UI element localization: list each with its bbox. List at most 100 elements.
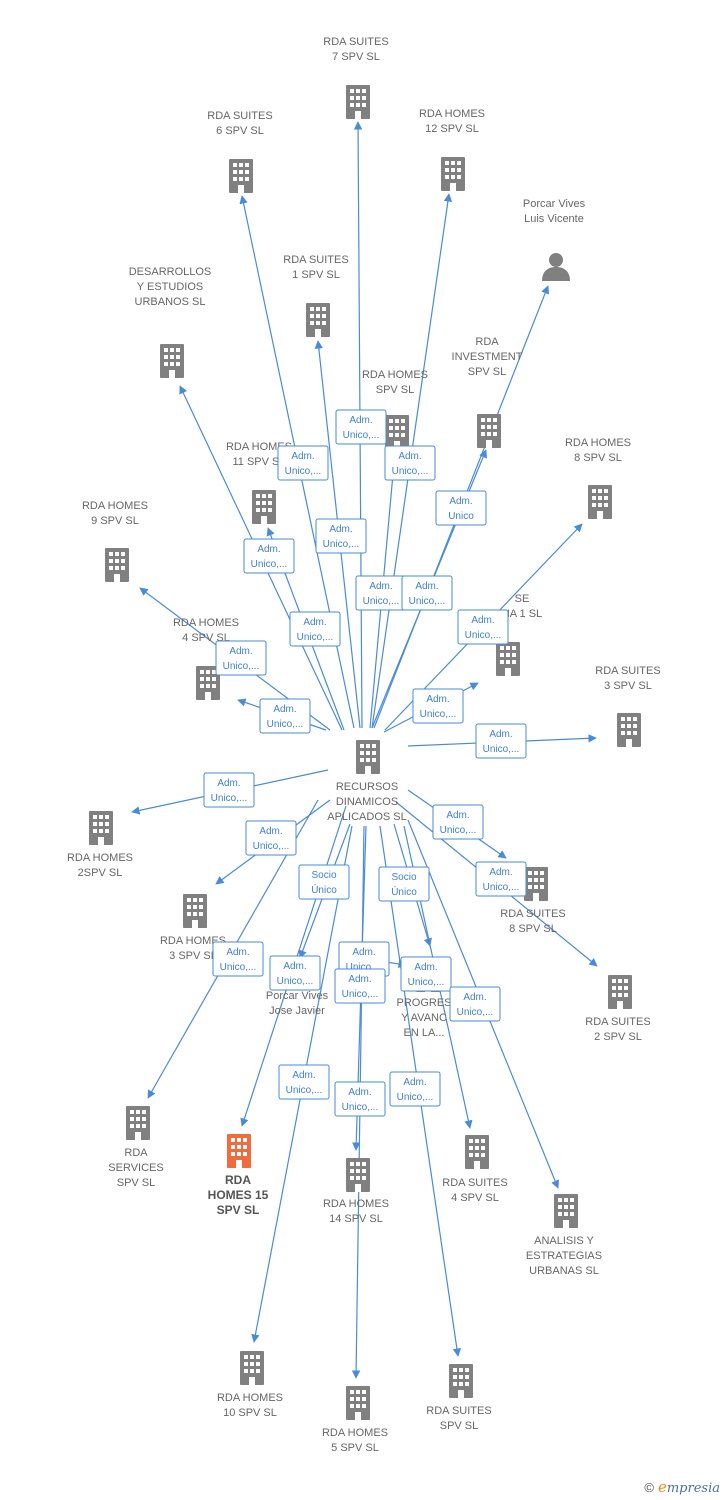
node-label-line: RDA HOMES (173, 617, 239, 629)
building-icon (346, 1386, 370, 1420)
badge-box (475, 861, 527, 897)
node-label-line: 8 SPV SL (509, 923, 557, 935)
node-label-line: ESTRATEGIAS (526, 1250, 602, 1262)
badge-text: Unico,... (409, 596, 446, 607)
relation-badge[interactable]: Adm.Unico,... (203, 772, 255, 808)
relation-badge[interactable]: Adm. Unico,... (401, 575, 453, 611)
badge-text: Adm. (229, 646, 252, 657)
badge-text: Adm. (415, 581, 438, 592)
relation-badge[interactable]: Adm.Unico,... (384, 445, 436, 481)
relation-badge[interactable]: Adm.Unico,... (475, 723, 527, 759)
building-icon (306, 303, 330, 337)
node-label-line: Y ESTUDIOS (137, 281, 203, 293)
node-label-line: 6 SPV SL (216, 125, 264, 137)
node-label-line: ANALISIS Y (534, 1235, 594, 1247)
badge-text: Adm. (369, 581, 392, 592)
badge-text: Adm. (259, 826, 282, 837)
relation-badge[interactable]: Adm.Unico,... (289, 611, 341, 647)
relation-badge[interactable]: Adm.Unico,... (412, 688, 464, 724)
relation-badge[interactable]: Adm.Unico,... (334, 1081, 386, 1117)
node-label-line: RDA (475, 336, 499, 348)
badge-text: Adm. (329, 524, 352, 535)
relation-badge[interactable]: Adm.Unico,... (278, 1064, 330, 1100)
node-label-line: DESARROLLOS (129, 266, 212, 278)
badge-text: Unico,... (267, 719, 304, 730)
relation-badge[interactable]: Adm.Unico,... (259, 698, 311, 734)
node-label-line: 1 SPV SL (292, 269, 340, 281)
node-label-line: RDA HOMES (67, 852, 133, 864)
building-icon (183, 894, 207, 928)
node-label-line: 3 SPV SL (604, 680, 652, 692)
relation-badge[interactable]: Adm.Unico,... (245, 820, 297, 856)
badge-box (243, 538, 295, 574)
node-label-line: 2 SPV SL (594, 1031, 642, 1043)
badge-box (389, 1071, 441, 1107)
relation-badge[interactable]: Adm.Unico,... (432, 804, 484, 840)
relation-badge[interactable]: Adm.Unico,... (475, 861, 527, 897)
badge-box (334, 1081, 386, 1117)
node-label-line: 14 SPV SL (329, 1213, 383, 1225)
badge-box (298, 864, 350, 900)
badge-text: Adm. (352, 947, 375, 958)
relation-badge[interactable]: Adm.Unico,... (277, 445, 329, 481)
relation-badge[interactable]: Adm.Unico,... (215, 640, 267, 676)
building-icon (608, 975, 632, 1009)
relation-badge[interactable]: Adm.Unico,... (457, 609, 509, 645)
node-rda-suites-6[interactable]: RDA SUITES 6 SPV SL (207, 110, 273, 193)
node-label-line: RDA HOMES (362, 369, 428, 381)
building-icon (588, 485, 612, 519)
relation-badge[interactable]: Adm.Unico,... (243, 538, 295, 574)
node-label-line: DINAMICOS (336, 796, 398, 808)
relation-badge[interactable]: Adm.Unico,... (449, 986, 501, 1022)
node-label-line: RDA SUITES (207, 110, 272, 122)
relation-badge[interactable]: Adm.Unico,... (389, 1071, 441, 1107)
badge-text: Adm. (349, 415, 372, 426)
node-label-line: APLICADOS SL (327, 811, 406, 823)
badge-text: Adm. (398, 451, 421, 462)
node-label-line: RDA HOMES (217, 1392, 283, 1404)
relation-badge[interactable]: Adm.Unico (435, 490, 487, 526)
building-icon (346, 85, 370, 119)
relation-badge[interactable]: Adm.Unico,... (335, 409, 387, 445)
badge-text: Unico,... (220, 962, 257, 973)
relation-badge[interactable]: Adm.Unico,... (334, 968, 386, 1004)
relation-badge[interactable]: Adm.Unico,... (355, 575, 407, 611)
badge-box (384, 445, 436, 481)
badge-box (432, 804, 484, 840)
node-label-line: 3 SPV SL (169, 950, 217, 962)
relation-badge[interactable]: Adm.Unico,... (269, 955, 321, 991)
relation-badge[interactable]: Adm.Unico,... (315, 518, 367, 554)
node-label-line: SPV SL (440, 1420, 479, 1432)
relation-badge[interactable]: Adm.Unico,... (400, 956, 452, 992)
relation-badge[interactable]: Adm.Unico,... (212, 941, 264, 977)
